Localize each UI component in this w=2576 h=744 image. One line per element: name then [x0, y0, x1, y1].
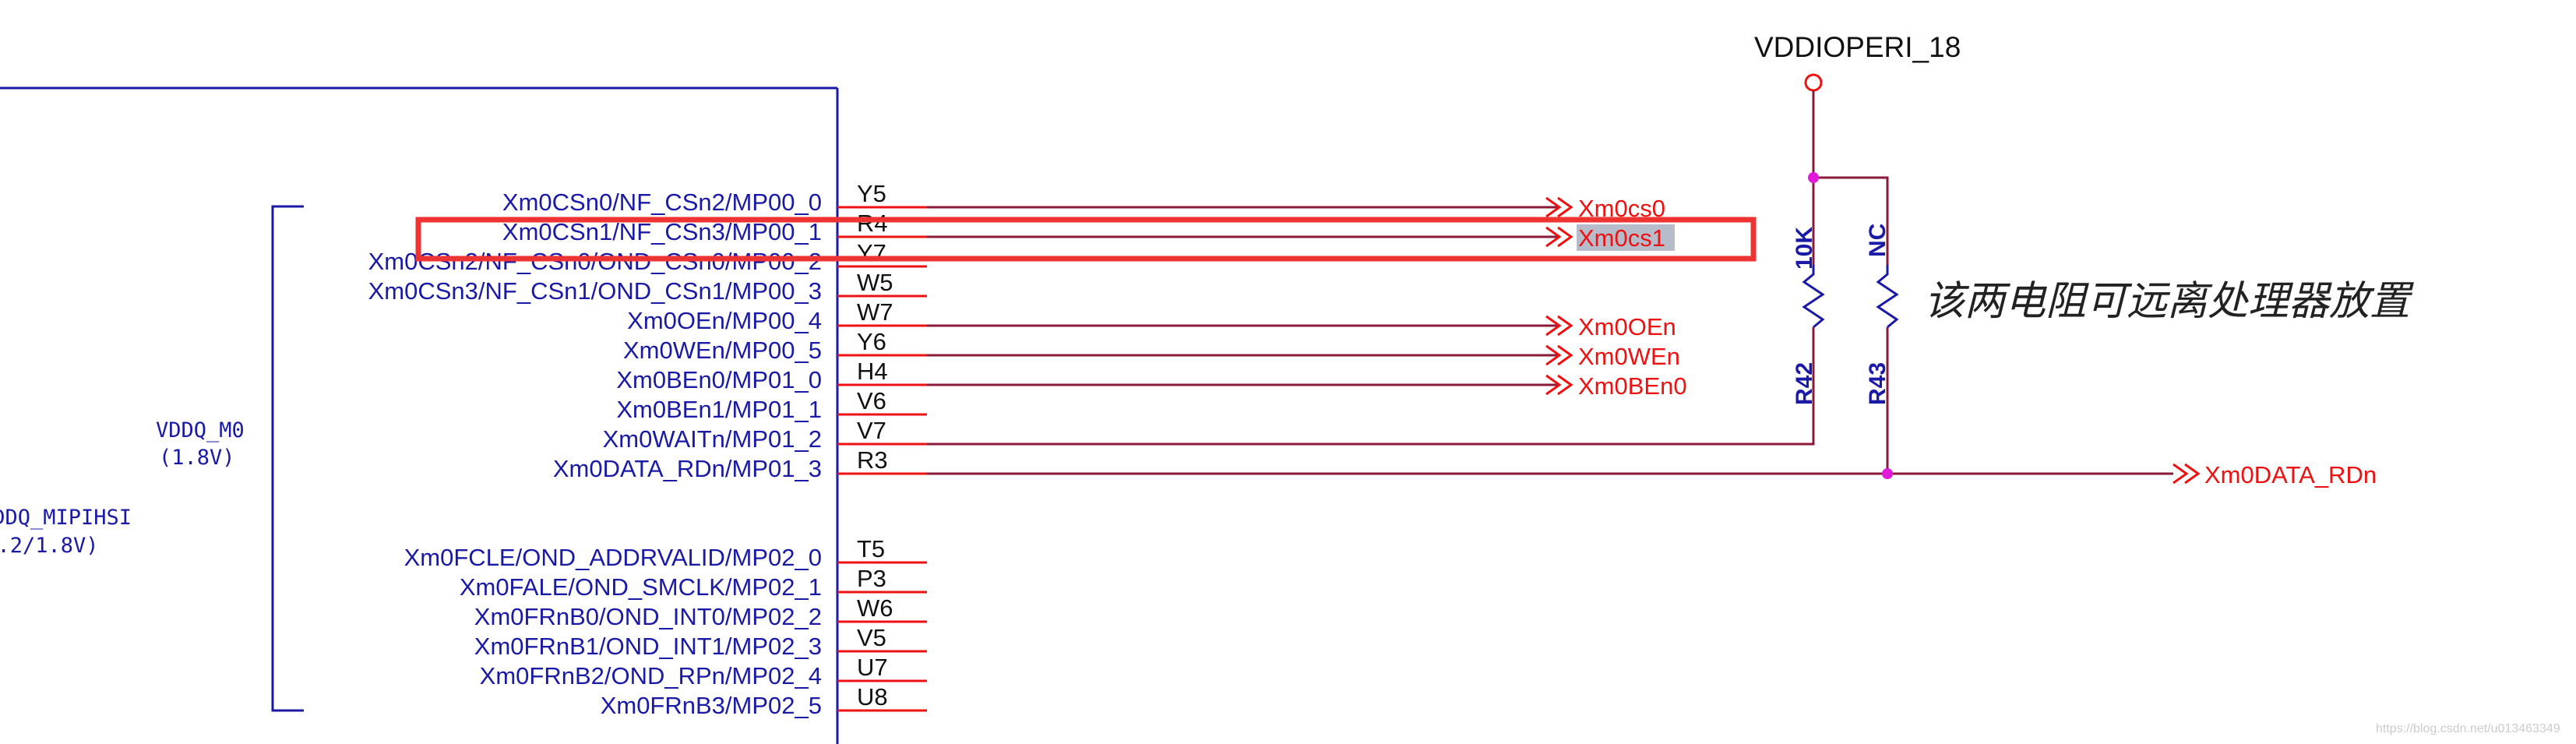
pin-bank-bracket	[271, 205, 304, 712]
junction-power	[1808, 172, 1819, 183]
pin-number: Y5	[857, 180, 886, 207]
resistor-r42-symbol	[1802, 265, 1825, 329]
net-wires	[927, 206, 2173, 475]
pin-number: P3	[857, 565, 886, 592]
resistor-r42-ref: R42	[1792, 362, 1817, 405]
arrow-data-rdn	[2173, 463, 2201, 485]
pin-label: Xm0FRnB0/OND_INT0/MP02_2	[474, 603, 822, 630]
resistor-r43-symbol	[1876, 265, 1899, 329]
pin-number: W5	[857, 269, 893, 296]
pin-label: Xm0FRnB2/OND_RPn/MP02_4	[480, 662, 822, 689]
pin-number: V6	[857, 387, 886, 414]
supply-vddq-m0-voltage: (1.8V)	[159, 446, 235, 470]
pin-number: U8	[857, 683, 888, 711]
resistor-r43-value: NC	[1865, 224, 1891, 257]
net-label-oen: Xm0OEn	[1578, 313, 1676, 340]
pin-number: V5	[857, 624, 886, 651]
arrow-wen	[1545, 344, 1573, 366]
arrow-oen	[1545, 315, 1573, 337]
net-label-ben0: Xm0BEn0	[1578, 372, 1687, 400]
selection-highlight	[1577, 224, 1675, 251]
supply-vddq-m0-name: VDDQ_M0	[156, 418, 245, 443]
pin-number: W6	[857, 594, 893, 622]
pin-label: Xm0WAITn/MP01_2	[603, 425, 822, 453]
pin-label: Xm0CSn3/NF_CSn1/OND_CSn1/MP00_3	[368, 277, 822, 305]
power-branch	[1813, 176, 1889, 265]
pin-label: Xm0DATA_RDn/MP01_3	[553, 455, 822, 482]
net-label-cs1: Xm0cs1	[1578, 224, 1665, 252]
wire-waitn	[927, 327, 1815, 446]
pin-label: Xm0CSn0/NF_CSn2/MP00_0	[502, 189, 822, 216]
pin-label: Xm0OEn/MP00_4	[627, 307, 822, 334]
resistor-r42-value: 10K	[1792, 227, 1817, 270]
pin-number: H4	[857, 358, 888, 385]
supply-vddq-mipihsi-voltage: (1.2/1.8V)	[0, 534, 99, 558]
placement-note: 该两电阻可远离处理器放置	[1924, 278, 2414, 325]
pin-stub-group	[837, 206, 927, 712]
pin-number: U7	[857, 654, 888, 681]
pin-label: Xm0FRnB1/OND_INT1/MP02_3	[474, 633, 822, 660]
pin-number: R4	[857, 210, 888, 237]
pin-group: Xm0CSn0/NF_CSn2/MP00_0 Y5Xm0CSn1/NF_CSn3/…	[368, 180, 893, 719]
pin-number: T5	[857, 535, 885, 562]
pin-label: Xm0BEn0/MP01_0	[616, 366, 822, 393]
resistor-r43-ref: R43	[1865, 362, 1891, 405]
supply-vddq-mipihsi-name: VDDQ_MIPIHSI	[0, 506, 132, 530]
pin-number: W7	[857, 298, 893, 326]
arrow-cs1	[1545, 226, 1573, 248]
pin-label: Xm0FRnB3/MP02_5	[601, 692, 822, 719]
pin-number: Y6	[857, 328, 886, 355]
power-label: VDDIOPERI_18	[1754, 31, 1961, 63]
pin-label: Xm0FCLE/OND_ADDRVALID/MP02_0	[404, 544, 822, 571]
watermark: https://blog.csdn.net/u013463349	[2376, 722, 2560, 735]
pin-label: Xm0BEn1/MP01_1	[616, 396, 822, 423]
net-label-wen: Xm0WEn	[1578, 343, 1680, 370]
arrow-ben0	[1545, 374, 1573, 396]
pin-number: V7	[857, 417, 886, 444]
pin-label: Xm0CSn1/NF_CSn3/MP00_1	[502, 218, 822, 245]
pin-number: Y7	[857, 239, 886, 266]
power-port-symbol	[1804, 73, 1823, 92]
pin-number: R3	[857, 446, 888, 474]
junction-data-rdn	[1882, 468, 1893, 479]
highlight-box	[415, 217, 1757, 262]
net-arrows	[1545, 196, 2201, 485]
pin-label: Xm0FALE/OND_SMCLK/MP02_1	[460, 573, 822, 601]
pin-label: Xm0WEn/MP00_5	[623, 337, 822, 364]
arrow-cs0	[1545, 196, 1573, 218]
net-label-data-rdn: Xm0DATA_RDn	[2204, 461, 2377, 488]
